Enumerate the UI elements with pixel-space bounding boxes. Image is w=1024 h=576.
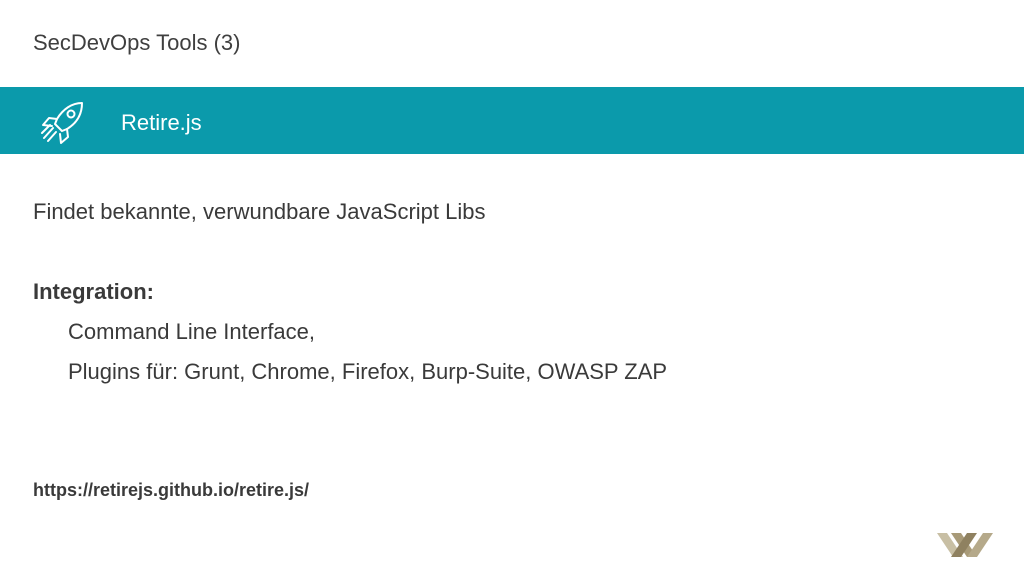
integration-item: Plugins für: Grunt, Chrome, Firefox, Bur… [68,359,668,384]
company-logo [937,533,993,557]
banner-title: Retire.js [121,110,202,135]
rocket-icon [41,102,83,144]
slide-title: SecDevOps Tools (3) [33,30,241,55]
project-link[interactable]: https://retirejs.github.io/retire.js/ [33,480,310,500]
integration-heading: Integration: [33,279,154,304]
integration-item: Command Line Interface, [68,319,316,344]
tool-banner [0,87,1024,154]
tool-description: Findet bekannte, verwundbare JavaScript … [33,199,486,224]
